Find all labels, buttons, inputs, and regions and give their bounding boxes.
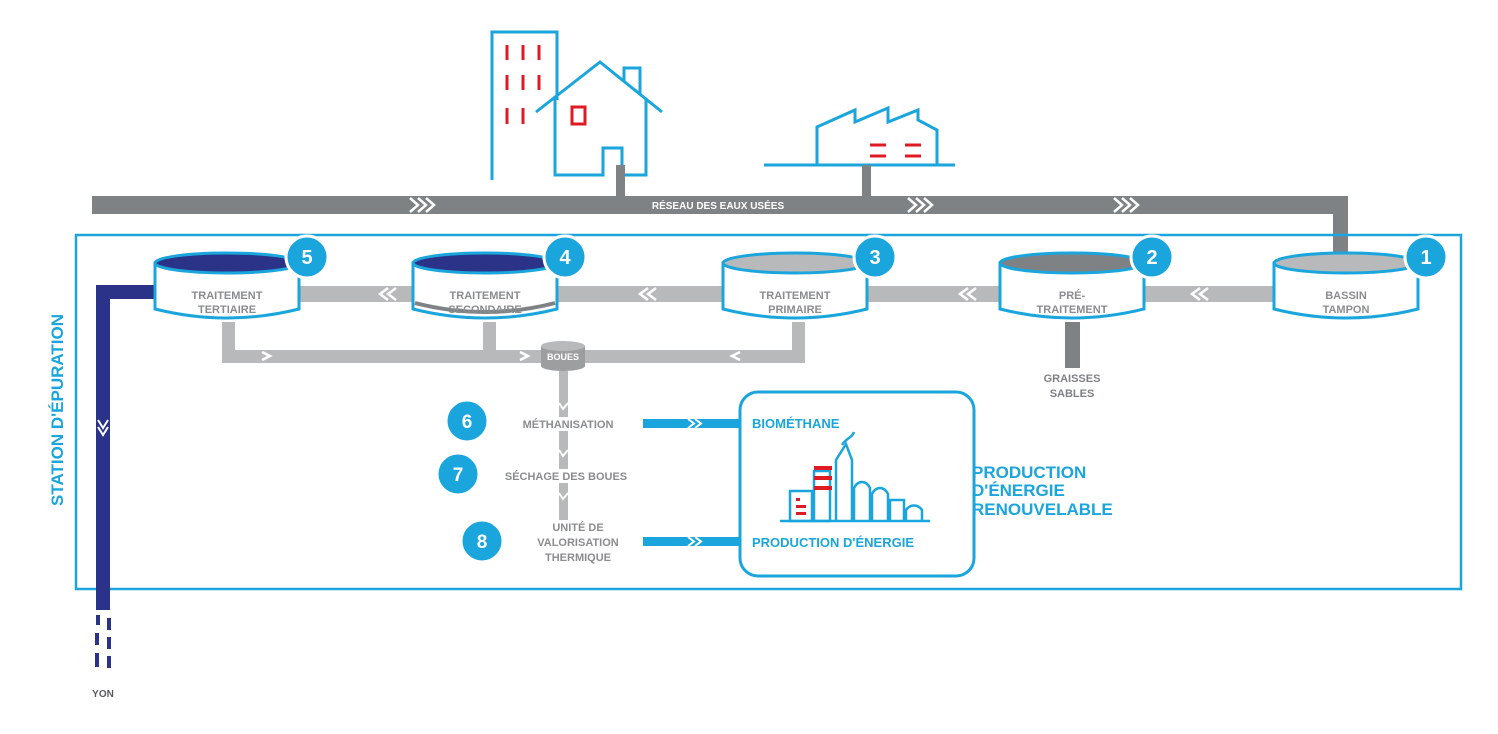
step-label-line3: THERMIQUE bbox=[545, 552, 611, 564]
residues-outlet-pipe bbox=[1065, 322, 1080, 368]
tank-label-line2: TAMPON bbox=[1323, 304, 1370, 316]
house-connection bbox=[616, 165, 625, 197]
step-number-badge bbox=[1129, 234, 1175, 280]
step-number-badge bbox=[284, 234, 330, 280]
tank-label-line1: PRÉ- bbox=[1059, 289, 1086, 302]
step-label-bg bbox=[541, 550, 615, 564]
tank-5: TRAITEMENT TERTIAIRE 5 bbox=[153, 234, 330, 320]
sludge-drum-icon bbox=[541, 341, 585, 371]
sludge-step-8: UNITÉ DE VALORISATION THERMIQUE 8 bbox=[459, 518, 623, 564]
step-number-badge bbox=[444, 398, 490, 444]
tank-body bbox=[153, 261, 301, 320]
tank-liquid-surface bbox=[721, 251, 869, 275]
tank-label-line2: SECONDAIRE bbox=[448, 304, 521, 316]
step-number: 4 bbox=[559, 247, 571, 269]
house-icon bbox=[535, 60, 663, 177]
sludge-collection-pipe bbox=[222, 322, 805, 363]
renewable-line2: D'ÉNERGIE bbox=[972, 481, 1065, 500]
tank-body bbox=[411, 261, 559, 320]
tank-3: TRAITEMENT PRIMAIRE 3 bbox=[721, 234, 898, 320]
sewer-network-label: RÉSEAU DES EAUX USÉES bbox=[652, 199, 785, 212]
step-number: 6 bbox=[462, 412, 473, 433]
step-label-bg bbox=[533, 535, 623, 549]
tank-1: BASSIN TAMPON 1 bbox=[1272, 234, 1449, 320]
step-number: 3 bbox=[869, 247, 880, 269]
tank-4: TRAITEMENT SECONDAIRE 4 bbox=[411, 234, 588, 320]
step-label-bg bbox=[548, 520, 608, 534]
step-label-line1: SÉCHAGE DES BOUES bbox=[505, 470, 627, 483]
power-plant-icon bbox=[780, 431, 930, 523]
step-label-bg bbox=[500, 469, 632, 483]
tank-label-line2: PRIMAIRE bbox=[768, 304, 822, 316]
biomethane-label: BIOMÉTHANE bbox=[752, 416, 840, 431]
step-label-line2: VALORISATION bbox=[537, 537, 619, 549]
tank-label-line2: TRAITEMENT bbox=[1037, 304, 1108, 316]
station-label: STATION D'ÉPURATION bbox=[48, 314, 67, 506]
station-frame bbox=[74, 233, 1463, 591]
step-number-badge bbox=[1403, 234, 1449, 280]
step-number: 2 bbox=[1146, 247, 1157, 269]
apartment-building-icon bbox=[490, 30, 559, 180]
residues-label-line2: SABLES bbox=[1050, 388, 1095, 400]
outlet-label: YON bbox=[92, 689, 114, 700]
factory-connection bbox=[862, 165, 871, 197]
step-number: 1 bbox=[1420, 247, 1431, 269]
sludge-label: BOUES bbox=[547, 352, 579, 362]
tank-body bbox=[721, 261, 869, 320]
tank-label-line1: BASSIN bbox=[1325, 290, 1367, 302]
tank-body bbox=[1272, 261, 1420, 320]
sludge-step-7: SÉCHAGE DES BOUES 7 bbox=[435, 451, 632, 497]
renewable-line3: RENOUVELABLE bbox=[972, 500, 1113, 519]
step-label-bg bbox=[518, 417, 618, 431]
residues-label-line1: GRAISSES bbox=[1044, 373, 1101, 385]
step-number: 8 bbox=[477, 532, 488, 553]
factory-icon bbox=[764, 105, 955, 167]
tank-sediment bbox=[414, 301, 556, 314]
tank-liquid-surface bbox=[411, 251, 559, 275]
energy-production-label: PRODUCTION D'ÉNERGIE bbox=[752, 535, 914, 550]
step-number-badge bbox=[852, 234, 898, 280]
step-number-badge bbox=[459, 518, 505, 564]
energy-arrows bbox=[643, 418, 743, 547]
tank-liquid-surface bbox=[1272, 251, 1420, 275]
sludge-step-6: MÉTHANISATION 6 bbox=[444, 398, 618, 444]
power-plant-red-details bbox=[796, 466, 832, 515]
step-number: 5 bbox=[301, 247, 312, 269]
step-label-line1: MÉTHANISATION bbox=[523, 418, 614, 431]
tank-label-line1: TRAITEMENT bbox=[760, 290, 831, 302]
step-number-badge bbox=[542, 234, 588, 280]
step-label-line1: UNITÉ DE bbox=[552, 521, 603, 534]
step-number-badge bbox=[435, 451, 481, 497]
tank-2: PRÉ- TRAITEMENT 2 bbox=[998, 234, 1175, 320]
treated-water-outlet bbox=[95, 285, 158, 668]
tank-label-line1: TRAITEMENT bbox=[450, 290, 521, 302]
tank-liquid-surface bbox=[998, 251, 1146, 275]
tank-liquid-surface bbox=[153, 251, 301, 275]
tank-label-line1: TRAITEMENT bbox=[192, 290, 263, 302]
sludge-treatment-line bbox=[558, 371, 569, 523]
step-number: 7 bbox=[453, 465, 464, 486]
tank-label-line2: TERTIAIRE bbox=[198, 304, 256, 316]
renewable-line1: PRODUCTION bbox=[972, 463, 1086, 482]
tank-body bbox=[998, 261, 1146, 320]
sewer-network-pipe bbox=[92, 196, 1348, 258]
